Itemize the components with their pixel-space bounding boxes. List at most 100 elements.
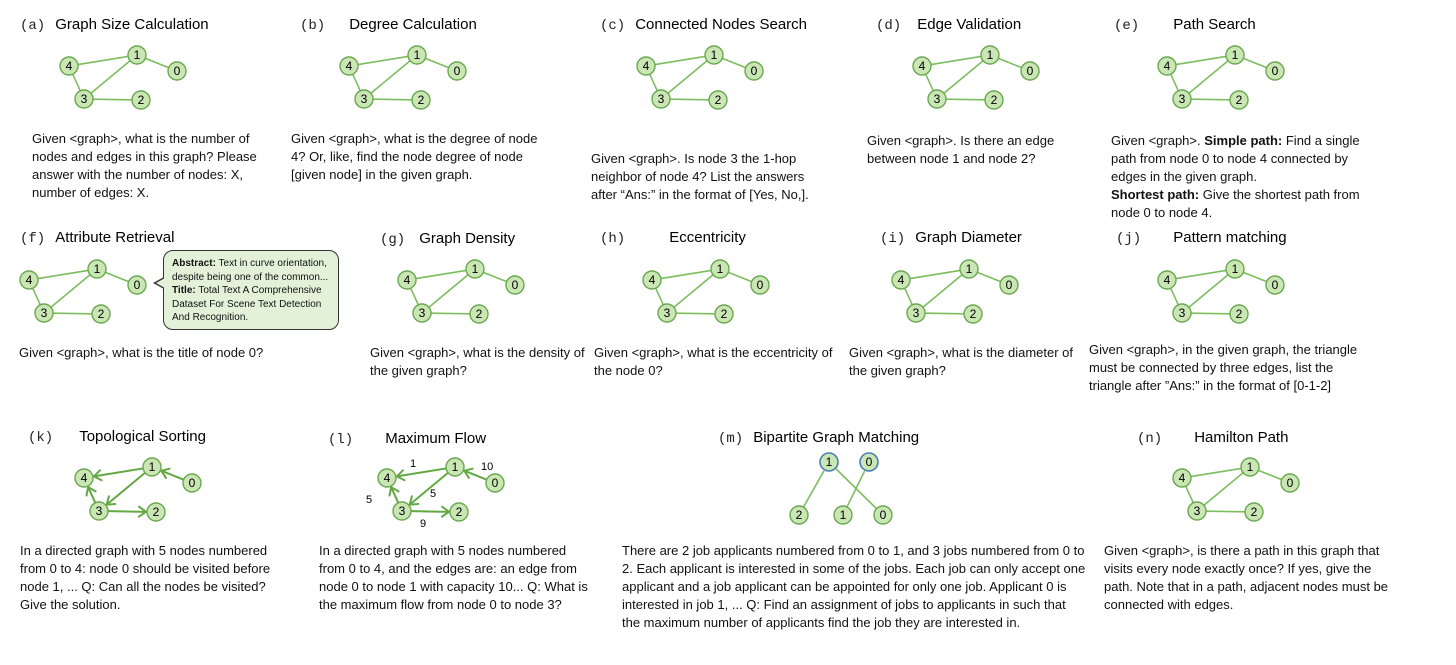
graph-edge-4-1 [909,269,961,280]
graph-node-4 [19,270,39,290]
graph-node-0 [1020,61,1040,81]
graph-node-label: 1 [472,262,479,276]
graph-node-3 [1172,89,1192,109]
graph-node-1 [127,45,147,65]
graph-node-2 [469,304,489,324]
directed-edge-0-1 [463,469,488,481]
graph-node-0 [127,275,147,295]
graph-node-label: 3 [41,306,48,320]
graph-node-label: 4 [643,59,650,73]
graph-edge-4-3 [1184,485,1195,504]
graph-edge-3-2 [924,312,965,315]
graph-node-3 [412,303,432,323]
graph-node-2 [1244,502,1264,522]
graph-edge-4-1 [37,269,89,280]
graph-edge-1-0 [728,271,752,283]
graph-edge-3-2 [92,98,133,101]
graph-edge-4-1 [930,55,982,66]
arrowhead-1-4 [395,469,406,482]
graph-node-label: 1 [149,460,156,474]
panel-m-description: There are 2 job applicants numbered from… [622,543,1086,630]
graph-edge-3-1 [943,60,984,94]
graph-node-label: 3 [1194,504,1201,518]
panel-label: (k) [28,430,54,446]
directed-edge-1-4 [396,467,447,478]
graph-node-label: 4 [1179,471,1186,485]
graph-edge-3-1 [1188,60,1229,94]
graph-node-0 [1280,473,1300,493]
graph-node-label: 2 [796,508,803,522]
panel-title-text: Eccentricity [669,229,746,246]
graph-node-2 [449,502,469,522]
graph-node-label: 1 [414,48,421,62]
simple-path-label: Simple path: [1204,133,1283,148]
graph-node-0 [873,505,893,525]
panel-h-description: Given <graph>, what is the eccentricity … [594,345,833,378]
graph-node-label: 2 [476,307,483,321]
graph-node-2 [131,90,151,110]
graph-node-3 [657,303,677,323]
graph-edge-3-2 [945,98,986,101]
graph-edge-3-1 [673,274,714,308]
graph-node-3 [74,89,94,109]
panel-e-description: Given <graph>. Simple path: Find a singl… [1111,132,1361,222]
graph-node-1 [465,259,485,279]
graph-node-label: 3 [399,504,406,518]
directed-edge-3-2 [410,510,450,513]
graph-node-label: 2 [1236,93,1243,107]
simple-path-text: Find a single path from node 0 to node 4… [1111,133,1360,184]
graph-node-label: 0 [189,476,196,490]
graph-edge-3-1 [667,60,708,94]
graph-node-label: 0 [1006,278,1013,292]
panel-c-description: Given <graph>. Is node 3 the 1-hop neigh… [591,151,809,202]
graph-node-label: 1 [987,48,994,62]
graph-edge-3-2 [669,98,710,101]
graph-node-0 [750,275,770,295]
panel-title-text: Path Search [1173,16,1256,33]
directed-edge-3-4 [87,486,97,504]
panel-label: (c) [600,18,626,34]
arrowhead-3-4 [85,486,97,497]
graph-node-label: 1 [134,48,141,62]
arrowhead-0-1 [463,467,474,479]
shortest-path-label: Shortest path: [1111,187,1200,202]
panel-j-description: Given <graph>, in the given graph, the t… [1089,342,1358,393]
graph-node-4 [1172,468,1192,488]
graph-node-1 [1225,259,1245,279]
graph-node-label: 3 [419,306,426,320]
panel-title-text: Degree Calculation [349,16,477,33]
panel-label: (d) [876,18,902,34]
graph-edge-4-1 [1175,55,1227,66]
graph-node-0 [999,275,1019,295]
panel-g-title: (g)Graph Density [380,230,515,249]
graph-node-2 [714,304,734,324]
graph-edge-1-0 [1243,271,1267,283]
panel-title-text: Topological Sorting [79,428,206,445]
graph-node-4 [1157,270,1177,290]
directed-edge-3-2 [107,510,147,513]
directed-edge-3-4 [390,486,400,504]
graph-edge-4-3 [924,73,935,92]
panel-title-text: Edge Validation [917,16,1022,33]
callout-abstract-label: Abstract: [172,258,216,269]
callout-title-text: Total Text A Comprehensive Dataset For S… [172,285,322,323]
panel-title-text: Graph Density [419,230,516,247]
graph-node-label: 0 [1272,278,1279,292]
panel-a-title: (a)Graph Size Calculation [20,16,209,35]
graph-node-label: 4 [66,59,73,73]
panel-title-text: Graph Size Calculation [55,16,209,33]
graph-node-3 [354,89,374,109]
panel-label: (j) [1116,231,1142,247]
graph-node-3 [34,303,54,323]
bipartite-edge [802,470,825,508]
graph-node-label: 2 [138,93,145,107]
graph-node-4 [1157,56,1177,76]
graph-edge-4-3 [654,287,665,306]
edge-capacity-label: 5 [430,488,436,500]
panel-title-text: Pattern matching [1173,229,1287,246]
